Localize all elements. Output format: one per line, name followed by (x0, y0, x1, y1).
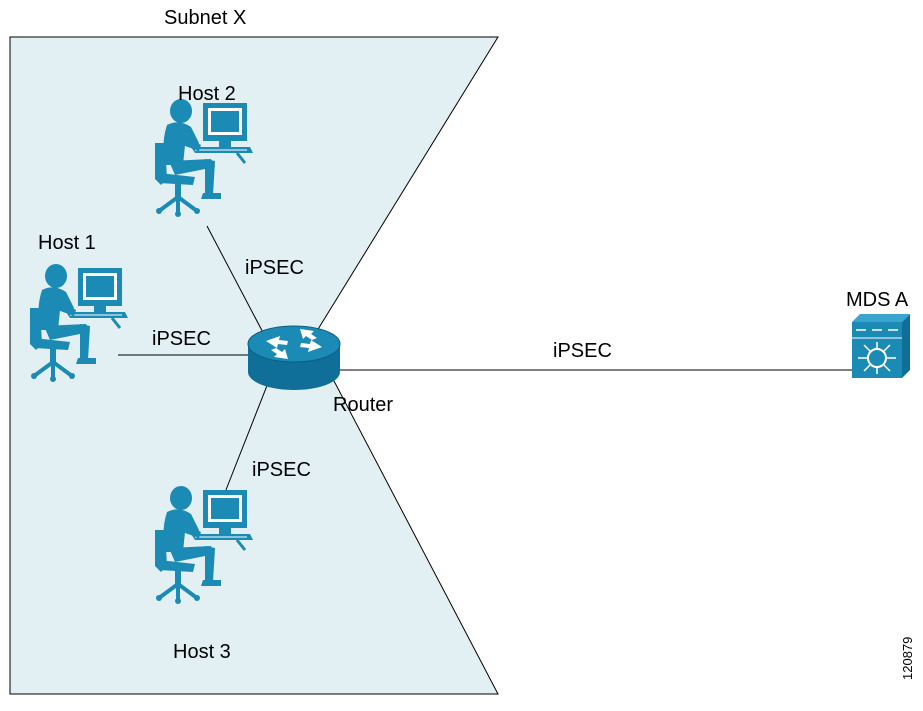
link-host3-router (221, 377, 271, 501)
mds-switch-icon (852, 314, 910, 378)
subnet-label: Subnet X (164, 7, 247, 29)
host3-link-label: iPSEC (252, 459, 311, 481)
router-label: Router (333, 394, 394, 416)
link-host2-router (206, 225, 269, 343)
host1-label: Host 1 (38, 232, 96, 254)
host3-label: Host 3 (173, 641, 231, 663)
host2-link-label: iPSEC (245, 257, 304, 279)
router-icon (247, 325, 341, 390)
figure-id: 120879 (900, 636, 915, 680)
mds-label: MDS A (846, 289, 909, 311)
mds-link-label: iPSEC (553, 340, 612, 362)
host1-link-label: iPSEC (152, 328, 211, 350)
host2-label: Host 2 (178, 83, 236, 105)
